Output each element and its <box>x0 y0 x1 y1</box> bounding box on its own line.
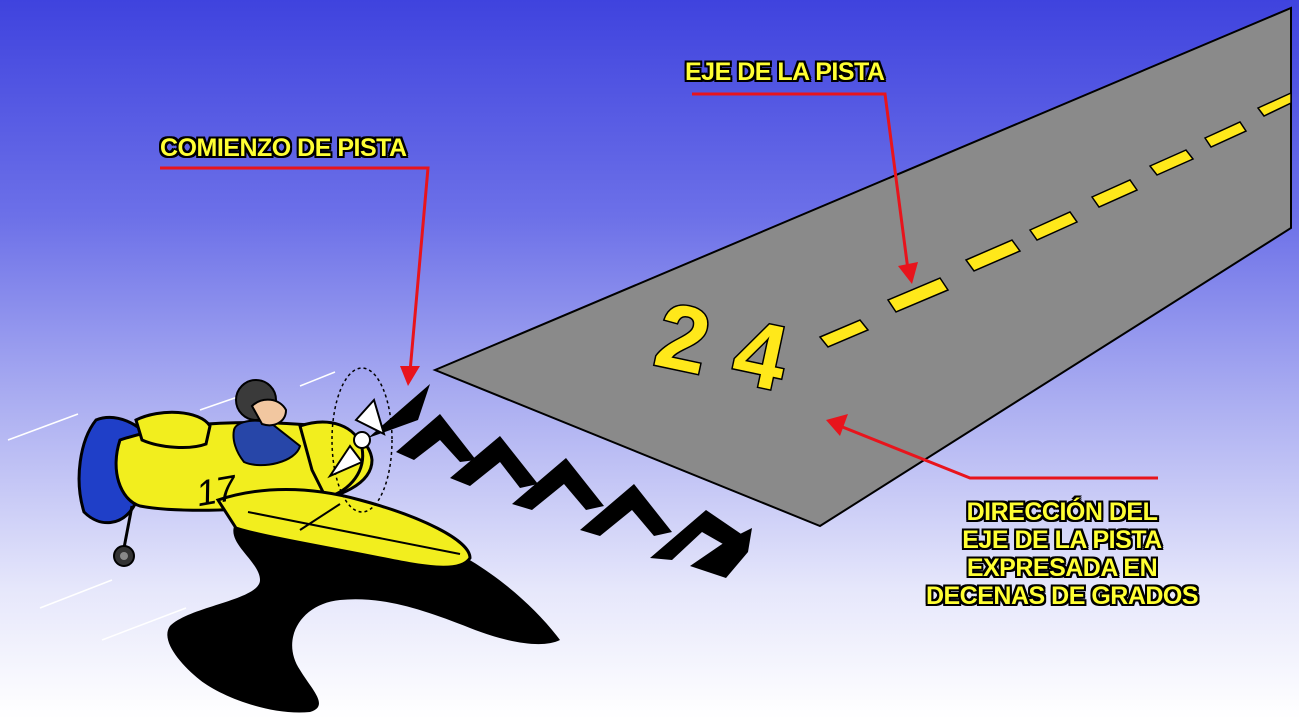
label-runway-start: COMIENZO DE PISTA <box>160 134 407 162</box>
airplane-stabilizer <box>134 410 212 449</box>
label-centerline: EJE DE LA PISTA <box>685 58 885 86</box>
pilot <box>232 379 302 467</box>
airplane-propeller <box>327 367 393 513</box>
speed-lines <box>7 371 336 641</box>
leader-lines <box>160 92 1158 480</box>
label-runway-direction-line: EJE DE LA PISTA <box>962 526 1162 554</box>
leader-arrowheads <box>400 262 918 436</box>
airplane-wing <box>215 488 472 569</box>
label-runway-direction-line: EXPRESADA EN <box>966 554 1158 582</box>
label-runway-direction: DIRECCIÓN DEL EJE DE LA PISTA EXPRESADA … <box>912 498 1212 610</box>
airplane-wing-lines <box>247 503 461 555</box>
label-runway-direction-line: DIRECCIÓN DEL <box>966 498 1158 526</box>
leader-line-centerline <box>692 92 910 271</box>
runway-surface <box>432 6 1292 528</box>
leader-line-runway-start <box>160 166 430 373</box>
threshold-chevrons <box>368 384 752 578</box>
arrowhead-centerline <box>898 262 918 284</box>
arrowhead-runway-start <box>400 366 420 386</box>
arrowhead-direction <box>826 414 848 436</box>
runway-centerline <box>818 91 1292 348</box>
airplane-number: 17 <box>193 466 242 514</box>
label-runway-direction-line: DECENAS DE GRADOS <box>925 582 1199 610</box>
leader-line-direction <box>839 424 1158 480</box>
airplane: 17 <box>77 367 472 569</box>
airplane-landing-gear <box>113 505 135 567</box>
